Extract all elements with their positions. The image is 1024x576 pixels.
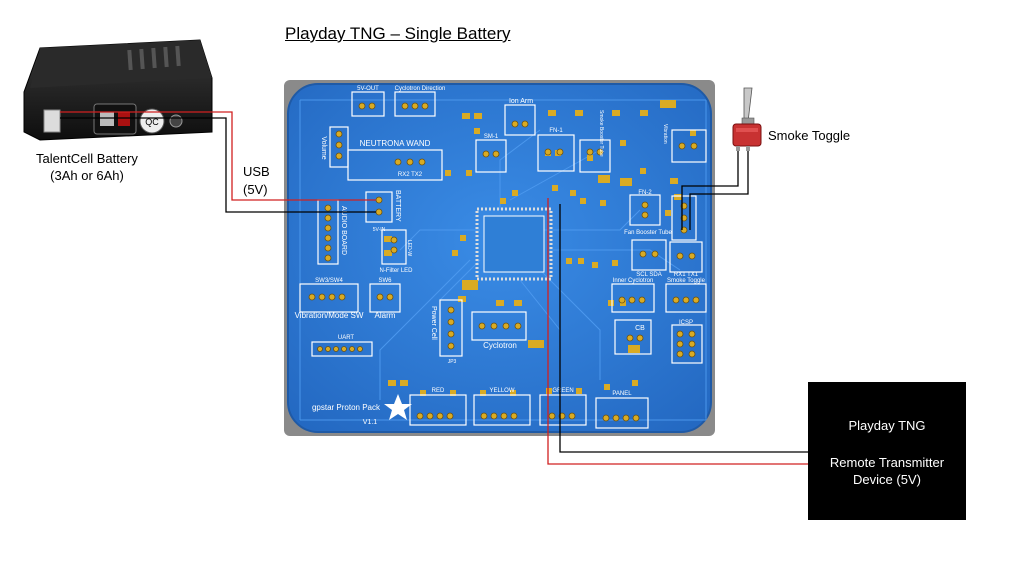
silk-rx2-tx2: RX2 TX2 bbox=[398, 172, 423, 178]
dc-jack bbox=[169, 114, 183, 128]
silk-sw3-sw4: SW3/SW4 bbox=[315, 278, 343, 284]
wire-remote-red bbox=[547, 198, 808, 465]
silk-n-filter-led: N-Filter LED bbox=[379, 268, 413, 274]
silk-panel: PANEL bbox=[612, 391, 632, 397]
qc-badge: QC bbox=[145, 117, 159, 127]
wire-remote-black bbox=[559, 204, 808, 453]
silk-5v-in: 5V-IN bbox=[373, 227, 386, 233]
silk-volume: Volume bbox=[320, 136, 327, 159]
usb-label-line1: USB bbox=[243, 164, 270, 179]
silk-sw6: SW6 bbox=[378, 278, 392, 284]
silk-smoke-booster: Smoke Booster Tube bbox=[598, 110, 604, 157]
battery-label-name: TalentCell Battery bbox=[36, 151, 138, 166]
silk-cb: CB bbox=[635, 325, 645, 332]
board-name: gpstar Proton Pack bbox=[312, 403, 381, 412]
board-silkscreen: 5V-OUT Cyclotron Direction Volume NEUTRO… bbox=[295, 86, 706, 426]
battery-label-capacity: (3Ah or 6Ah) bbox=[50, 168, 124, 183]
wire-battery-black bbox=[60, 117, 376, 213]
smoke-toggle-switch bbox=[732, 87, 762, 151]
diagram-title: Playday TNG – Single Battery bbox=[285, 24, 511, 43]
wire-battery-red bbox=[60, 111, 376, 201]
silk-icsp: ICSP bbox=[679, 320, 693, 326]
silk-neutrona-wand: NEUTRONA WAND bbox=[360, 139, 431, 148]
connector-outlines bbox=[299, 91, 707, 429]
silk-yellow: YELLOW bbox=[489, 388, 514, 394]
silk-fan-booster-tube: Fan Booster Tube bbox=[624, 230, 672, 236]
silk-led-w: LED-W bbox=[406, 240, 412, 256]
wire-toggle-2 bbox=[689, 148, 749, 230]
battery-label: TalentCell Battery (3Ah or 6Ah) bbox=[32, 150, 142, 184]
usb-label: USB (5V) bbox=[243, 163, 270, 199]
silk-scl-sda: SCL SDA bbox=[636, 272, 661, 278]
silk-jp3: JP3 bbox=[448, 359, 457, 365]
smd-pads bbox=[384, 100, 696, 396]
smoke-toggle-label: Smoke Toggle bbox=[768, 128, 851, 143]
silk-vibration: Vibration bbox=[662, 124, 668, 144]
remote-line1: Remote Transmitter bbox=[829, 455, 945, 470]
remote-transmitter-box: Playday TNG Remote Transmitter Device (5… bbox=[808, 382, 966, 520]
silk-battery: BATTERY bbox=[394, 190, 401, 222]
silk-cyclotron: Cyclotron bbox=[483, 341, 517, 350]
usb-port bbox=[43, 109, 61, 133]
mcu-chip bbox=[475, 207, 553, 281]
silk-vibration-mode-sw: Vibration/Mode SW bbox=[295, 311, 364, 320]
gpstar-logo bbox=[384, 394, 412, 420]
remote-subtitle: Remote Transmitter Device (5V) bbox=[808, 454, 966, 488]
silk-5v-out: 5V-OUT bbox=[357, 86, 379, 92]
remote-line2: Device (5V) bbox=[853, 472, 921, 487]
usb-label-line2: (5V) bbox=[243, 182, 268, 197]
silk-sm1: SM-1 bbox=[484, 134, 499, 140]
silk-power-cell: Power Cell bbox=[430, 306, 437, 340]
qc-port-icon bbox=[139, 108, 165, 134]
silk-fn2: FN-2 bbox=[638, 190, 652, 196]
silk-inner-cyclotron: Inner Cyclotron bbox=[613, 278, 654, 284]
silk-green: GREEN bbox=[552, 388, 573, 394]
silk-red: RED bbox=[432, 388, 445, 394]
silk-uart: UART bbox=[338, 335, 355, 341]
silk-smoke-toggle: Smoke Toggle bbox=[667, 278, 706, 284]
wire-toggle-1 bbox=[681, 148, 739, 230]
remote-title: Playday TNG bbox=[848, 418, 926, 433]
wiring bbox=[60, 111, 808, 465]
battery-device: QC bbox=[23, 39, 213, 141]
silk-fn1: FN-1 bbox=[549, 128, 563, 134]
silk-ion-arm: Ion Arm bbox=[509, 98, 533, 105]
board-version: V1.1 bbox=[363, 419, 378, 426]
silk-rx1-tx1: RX1 TX1 bbox=[674, 272, 699, 278]
silk-alarm: Alarm bbox=[375, 311, 396, 320]
silk-audio-board: AUDIO BOARD bbox=[340, 206, 347, 255]
connector-pins bbox=[308, 102, 700, 422]
silk-cyclotron-direction: Cyclotron Direction bbox=[395, 86, 446, 92]
